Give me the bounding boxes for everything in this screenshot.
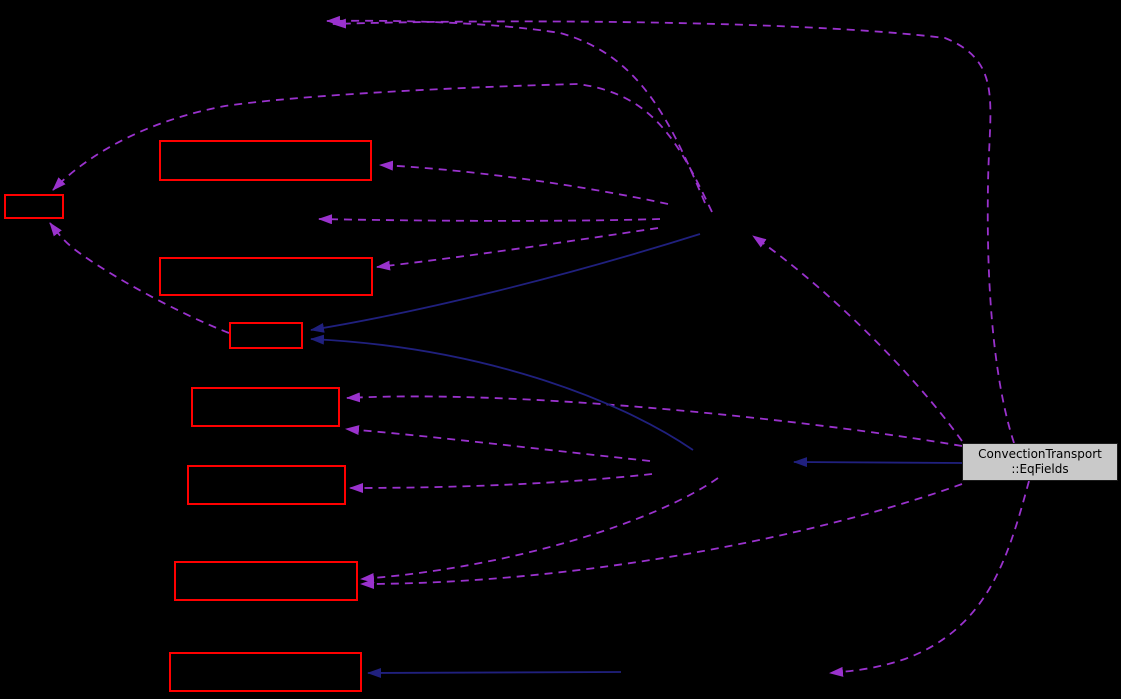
hidden-node-hub[interactable] xyxy=(660,203,750,236)
class-node-box-7[interactable] xyxy=(174,561,358,601)
edge-node2-to-box7-upper xyxy=(360,477,719,584)
hidden-node-3[interactable] xyxy=(621,659,825,687)
main-node-convectiontransport-eqfields: ConvectionTransport ::EqFields xyxy=(962,443,1118,481)
edge-hub-to-mid-node xyxy=(318,214,661,225)
class-node-box-8[interactable] xyxy=(169,652,362,692)
class-node-box-1[interactable] xyxy=(4,194,64,219)
class-node-box-4[interactable] xyxy=(229,322,303,349)
edge-main-node-to-node3 xyxy=(829,480,1030,677)
class-node-box-2[interactable] xyxy=(159,140,372,181)
edge-node2-to-box4-lower xyxy=(310,334,694,451)
edge-node2-to-box6 xyxy=(349,473,653,493)
edge-hub-to-box4-upper xyxy=(310,233,701,333)
edge-main-node-to-node2 xyxy=(793,457,963,468)
main-node-label-line1: ConvectionTransport xyxy=(978,447,1102,461)
edge-node2-to-box5-bottom xyxy=(345,425,651,462)
hidden-node-mid[interactable] xyxy=(242,207,316,231)
edge-main-node-to-box5-top xyxy=(346,392,963,447)
edge-hub-to-box2 xyxy=(379,160,669,205)
edge-main-node-to-box7-lower xyxy=(360,483,963,589)
hidden-node-top[interactable] xyxy=(232,8,324,34)
edge-main-node-to-top-node xyxy=(332,18,1015,444)
edge-hub-to-top-node xyxy=(326,15,706,204)
edge-hub-to-box3 xyxy=(376,227,659,271)
class-node-box-3[interactable] xyxy=(159,257,373,296)
edge-main-node-to-hub xyxy=(752,235,963,442)
edge-box4-to-box1-bottom xyxy=(49,222,230,334)
class-node-box-5[interactable] xyxy=(191,387,340,427)
main-node-label-line2: ::EqFields xyxy=(1011,462,1069,476)
edge-hub-to-box1-top xyxy=(52,83,713,213)
edge-node3-to-box8 xyxy=(367,667,622,678)
class-node-box-6[interactable] xyxy=(187,465,346,505)
hidden-node-2[interactable] xyxy=(650,448,792,478)
